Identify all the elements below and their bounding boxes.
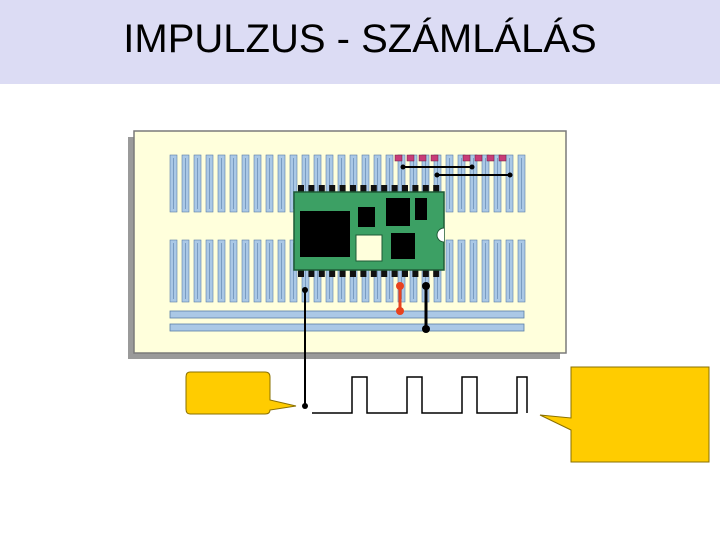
chip-main-ic [300,211,350,257]
chip-crystal [355,234,383,262]
chip-pin [402,185,408,193]
led [486,154,495,162]
chip-pin [381,185,388,193]
wire-node [507,172,513,178]
chip-pin [422,185,429,193]
chip-component [415,198,427,220]
led-row [394,154,507,162]
chip-component [391,233,415,259]
chip-pin [329,269,336,277]
led [474,154,483,162]
chip-pin [422,269,429,277]
chip-notch [436,227,445,243]
wire-node [434,172,440,178]
pulse-waveform [312,376,528,414]
chip-pin [308,269,315,277]
chip-component [386,198,410,226]
chip-pin [339,269,346,277]
chip-pin [339,185,346,193]
chip-pin [350,185,356,193]
jumper-end [422,325,430,333]
chip-pin [298,269,304,277]
led [406,154,415,162]
chip-pin [391,269,398,277]
wire-node [469,164,475,170]
chip-pin [308,185,315,193]
callout-left [185,371,297,415]
jumper-end [396,282,404,290]
wire-node [400,164,406,170]
chip-pin [370,269,377,277]
wire-node [302,287,308,293]
led [418,154,427,162]
chip-pin [370,185,377,193]
jumper-end [396,307,404,315]
chip-pin [318,185,325,193]
chip-pin [318,269,325,277]
wire-node [302,403,308,409]
chip-pin [360,185,367,193]
jumper-end [422,282,430,290]
led [462,154,471,162]
title-bar: IMPULZUS - SZÁMLÁLÁS [0,0,720,84]
chip-pin [329,185,336,193]
page-title: IMPULZUS - SZÁMLÁLÁS [123,16,597,61]
chip-pin [433,269,440,277]
led [394,154,403,162]
chip-pin [360,269,367,277]
chip-pin [402,269,408,277]
power-rail-top [169,310,525,319]
led [498,154,507,162]
power-rail-bottom [169,323,525,332]
chip-pin [433,185,440,193]
chip-pin [412,185,419,193]
chip-pin [391,185,398,193]
callout-right [539,366,710,463]
chip-pin [381,269,388,277]
chip-pins [298,185,440,277]
chip-pin [298,185,304,193]
chip-component [358,207,375,227]
chip-pin [412,269,419,277]
chip-pin [350,269,356,277]
led [430,154,439,162]
